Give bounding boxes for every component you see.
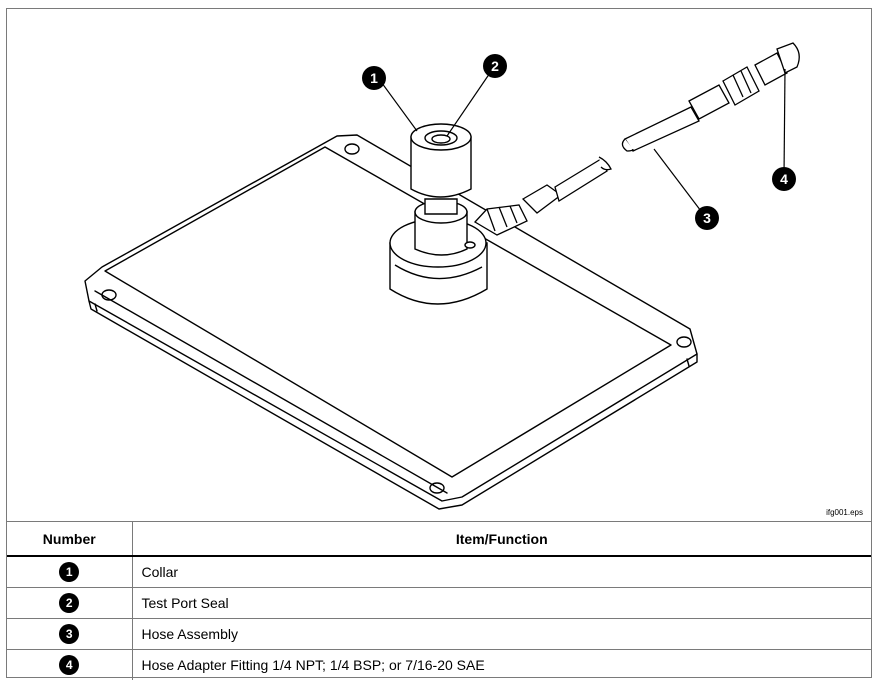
number-1-badge: 1 [59,562,80,582]
base-plate-panel [104,146,672,478]
number-column-header: Number [7,521,133,557]
figure-file-label: ifg001.eps [826,508,863,517]
item-collar: Collar [132,555,871,588]
table-row: 4 Hose Adapter Fitting 1/4 NPT; 1/4 BSP;… [7,649,871,680]
item-function-column-header: Item/Function [132,521,871,557]
collar [410,123,472,198]
base-plate-outline [84,134,698,502]
number-3-badge: 3 [59,624,80,644]
table-row: 3 Hose Assembly [7,618,871,650]
item-test-port-seal: Test Port Seal [132,587,871,619]
callout-4-badge: 4 [772,167,796,191]
hose-near [473,156,612,236]
legend-header-row: Number Item/Function [7,521,871,557]
table-row: 1 Collar [7,555,871,588]
number-4-badge: 4 [59,655,80,675]
test-port-assembly-illustration [84,42,800,510]
port-stem [414,198,476,256]
item-hose-assembly: Hose Assembly [132,618,871,650]
leader-lines [378,66,786,220]
callout-1-badge: 1 [362,66,386,90]
callout-3-badge: 3 [695,206,719,230]
legend-table: Number Item/Function 1 Collar 2 Test Por… [7,521,871,680]
figure-area: 1 2 3 4 ifg001.eps [7,9,871,521]
table-row: 2 Test Port Seal [7,587,871,619]
number-2-badge: 2 [59,593,80,613]
hose-far [621,42,800,152]
callout-2-badge: 2 [483,54,507,78]
document-frame: 1 2 3 4 ifg001.eps Number Item/Function … [6,8,872,680]
item-hose-adapter-fitting: Hose Adapter Fitting 1/4 NPT; 1/4 BSP; o… [132,649,871,680]
